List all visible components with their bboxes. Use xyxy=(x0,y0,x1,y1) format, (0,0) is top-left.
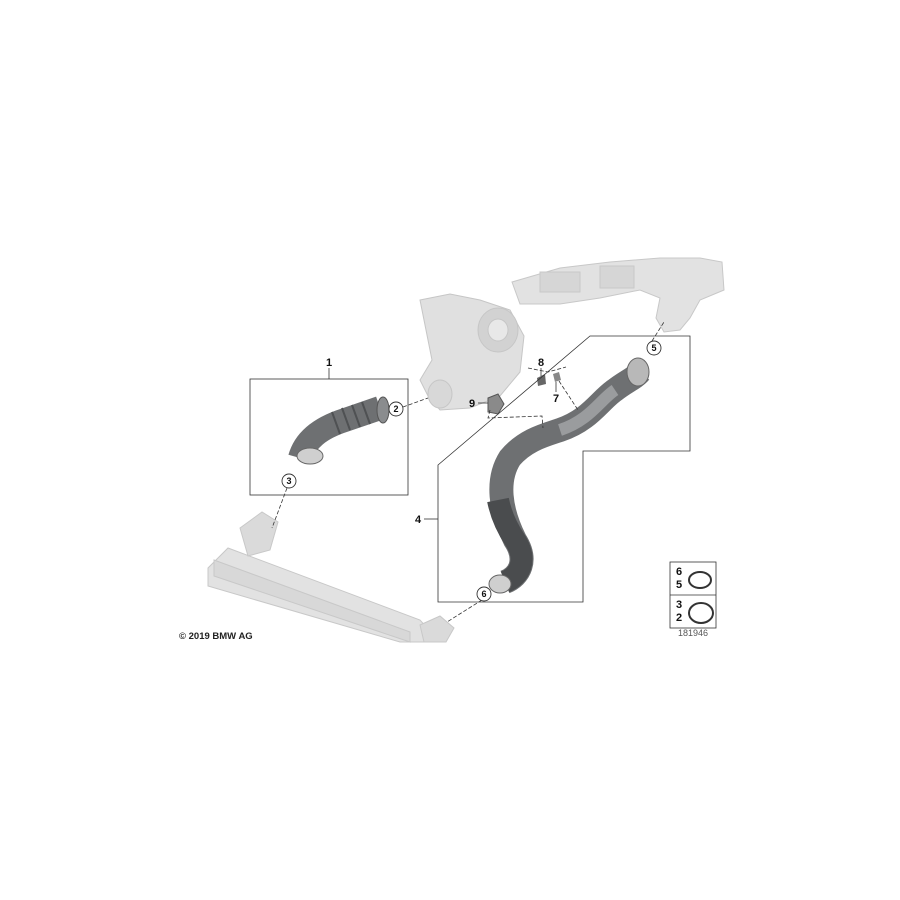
intercooler xyxy=(207,511,455,643)
copyright: © 2019 BMW AG xyxy=(179,631,253,642)
part-8-grommet xyxy=(537,374,546,386)
svg-text:5: 5 xyxy=(676,579,682,591)
callout-5: 5 xyxy=(646,340,662,356)
callout-2: 2 xyxy=(388,401,404,417)
svg-text:6: 6 xyxy=(676,566,682,578)
callout-6: 6 xyxy=(476,586,492,602)
seal-ring-icon xyxy=(688,571,712,589)
seal-legend: 6 5 3 2 xyxy=(669,561,717,629)
callout-3: 3 xyxy=(281,473,297,489)
charge-air-pipe-4 xyxy=(487,357,650,594)
leader-lines xyxy=(249,335,691,603)
exhaust-manifold xyxy=(511,257,725,333)
turbocharger xyxy=(419,293,525,411)
svg-text:2: 2 xyxy=(393,404,398,414)
charge-air-hose-1 xyxy=(288,396,390,465)
svg-text:6: 6 xyxy=(481,589,486,599)
part-9-sensor xyxy=(487,393,505,415)
seal-ring-icon xyxy=(688,602,714,624)
image-number: 181946 xyxy=(678,628,708,638)
svg-text:3: 3 xyxy=(676,599,682,611)
dashed-leaders xyxy=(271,321,665,623)
part-7-screw xyxy=(553,372,561,382)
group-box-4 xyxy=(437,335,691,603)
callout-9: 9 xyxy=(469,398,475,410)
callout-8: 8 xyxy=(538,357,544,369)
svg-text:2: 2 xyxy=(676,612,682,624)
svg-text:3: 3 xyxy=(286,476,291,486)
callout-1: 1 xyxy=(326,357,332,369)
callout-4: 4 xyxy=(415,514,422,526)
svg-text:5: 5 xyxy=(651,343,656,353)
callout-7: 7 xyxy=(553,393,559,405)
